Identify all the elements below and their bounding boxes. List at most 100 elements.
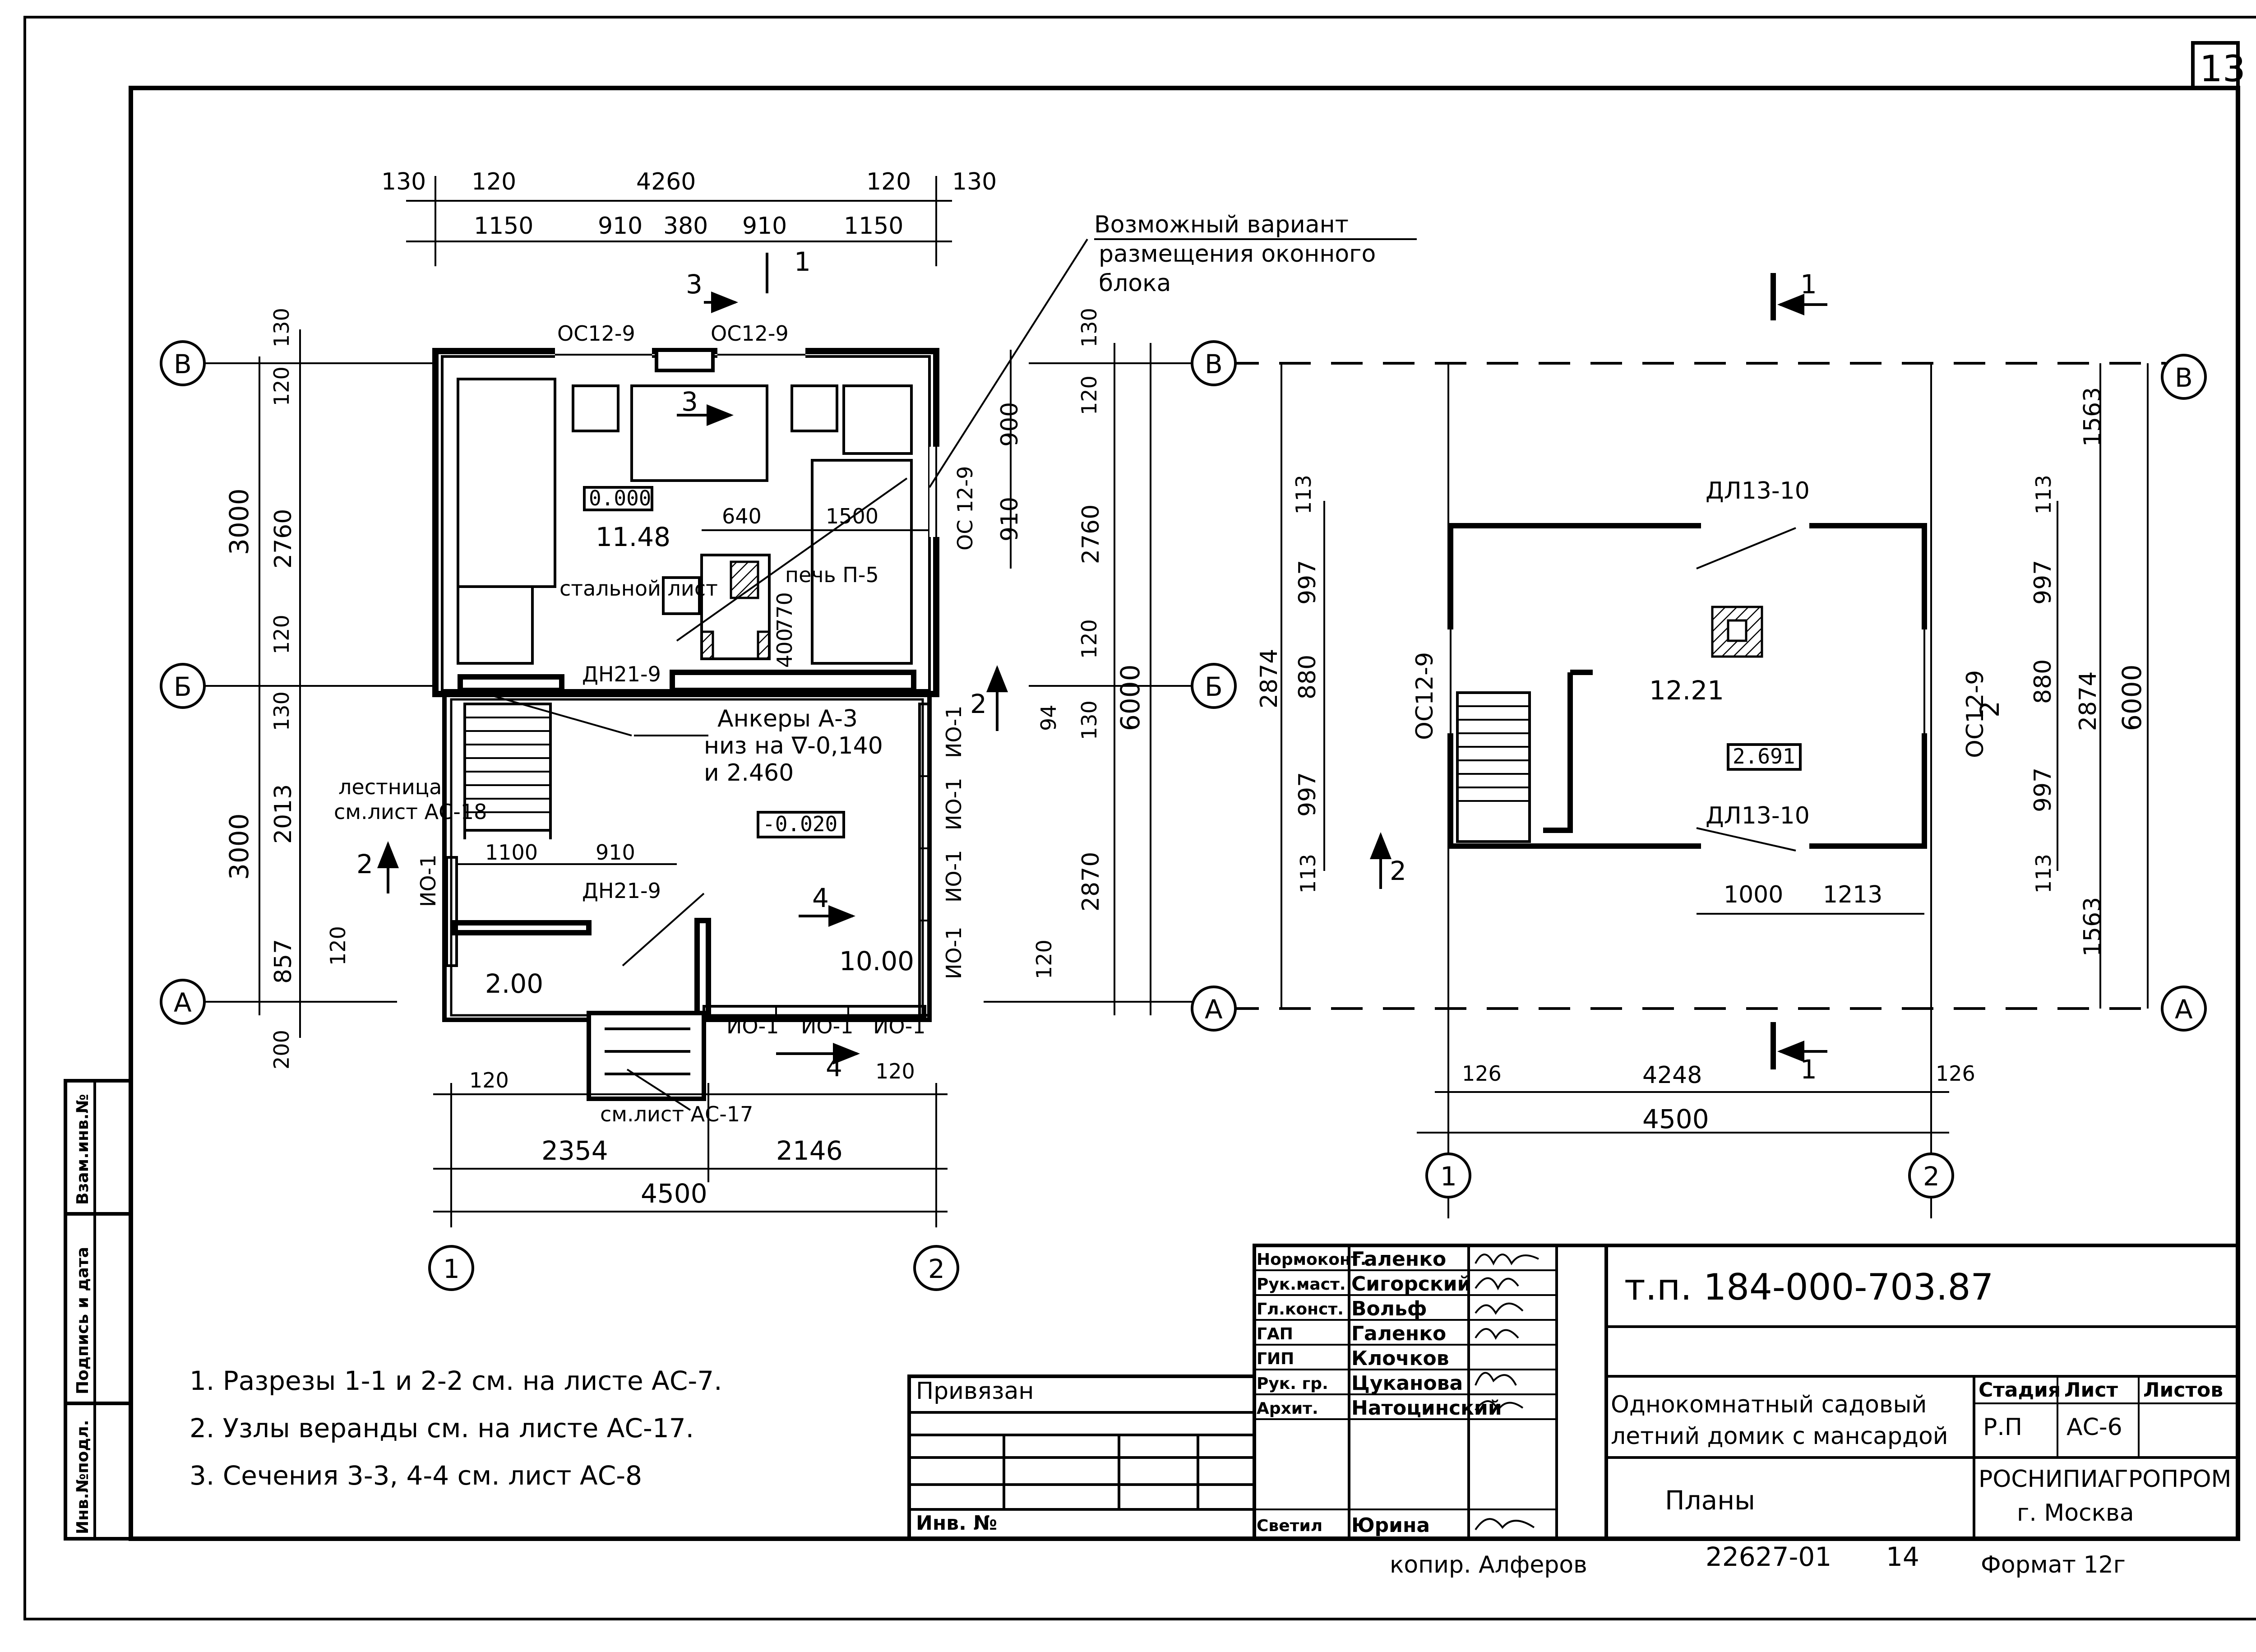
attic-level: 2.691: [1733, 744, 1795, 768]
stove-dim-1: 640: [722, 504, 762, 528]
note-1: 1. Разрезы 1-1 и 2-2 см. на листе АС-7.: [190, 1365, 722, 1396]
side-label-inv: Инв.№подл.: [74, 1420, 92, 1535]
veranda-level: -0.020: [763, 812, 837, 836]
roles-list: Нормоконт. Галенко Рук.маст. Сигорский Г…: [1257, 1248, 1502, 1537]
plan-attic: 12.21 2.691 ДЛ13-10 ДЛ13-10 ОС12-9 ОС12-…: [984, 269, 2166, 1218]
mid-dim-6000: 6000: [1115, 664, 1146, 731]
attic-bottom-4500: 4500: [1642, 1104, 1709, 1134]
right-dim-900: 900: [996, 402, 1023, 447]
stair-label-1: лестница: [338, 775, 442, 799]
left-dim-2760: 2760: [270, 509, 297, 569]
stair-label-2: см.лист АС-18: [334, 800, 487, 824]
side-label-sign: Подпись и дата: [74, 1247, 92, 1394]
mid-dim-130-b: 130: [1077, 700, 1101, 740]
stair: [463, 703, 552, 839]
middle-dims: 6000 130 120 2760 120 130 2870 120 94: [1032, 308, 1151, 1015]
callout-line3: блока: [1099, 270, 1171, 297]
inv-no-label: Инв. №: [916, 1512, 997, 1535]
section-3-top: 3: [686, 269, 703, 300]
attic-bottom-126-r: 126: [1936, 1061, 1975, 1086]
role-3: ГАП: [1257, 1325, 1293, 1343]
dim-130-r: 130: [952, 168, 997, 195]
door2-label: ДН21-9: [582, 879, 661, 903]
attic-window-right: ОС12-9: [1962, 670, 1989, 758]
axis-a-left: А: [174, 987, 192, 1018]
mid-dim-2760: 2760: [1077, 504, 1105, 564]
copy-sheet: 14: [1886, 1541, 1919, 1572]
attic-bottom-126-l: 126: [1462, 1061, 1502, 1086]
name-7: Юрина: [1351, 1514, 1430, 1537]
axis-a-mid: А: [1205, 994, 1223, 1025]
room2-area: 2.00: [485, 968, 543, 999]
veranda-dim-1: 1100: [485, 840, 538, 865]
attic-section-2: 2: [1390, 856, 1406, 886]
axis-b-mid: Б: [1205, 671, 1223, 702]
left-dim-3000-a: 3000: [224, 488, 254, 555]
attic-right-dim-2874: 2874: [2075, 671, 2102, 731]
attic-right-dim-880: 880: [2029, 659, 2057, 704]
privyazan-label: Привязан: [916, 1378, 1034, 1405]
name-3: Галенко: [1351, 1322, 1446, 1345]
stage-value: Р.П: [1983, 1414, 2022, 1441]
callout-line2: размещения оконного: [1099, 241, 1376, 268]
section-1-top: 1: [794, 246, 811, 277]
stage-header: Стадия: [1979, 1379, 2061, 1402]
mid-dim-120-a: 120: [1077, 375, 1101, 415]
role-5: Рук. гр.: [1257, 1374, 1328, 1393]
attic-dim-1000: 1000: [1724, 881, 1783, 908]
title-line2: летний домик с мансардой: [1611, 1423, 1948, 1450]
mid-dim-120-c: 120: [1032, 939, 1056, 979]
io-label-r1: ИО-1: [942, 706, 966, 758]
note-3: 3. Сечения 3-3, 4-4 см. лист АС-8: [190, 1460, 642, 1491]
right-dim-910: 910: [996, 497, 1023, 541]
sheet-header: Лист: [2064, 1379, 2118, 1402]
role-7: Светил: [1257, 1517, 1322, 1535]
attic-window-top: ДЛ13-10: [1706, 477, 1810, 504]
dim-1150-l: 1150: [474, 213, 533, 240]
plan-first-floor: 0.000 11.48: [201, 168, 1417, 1227]
sheet-number: 13: [2200, 48, 2246, 90]
dim-4260: 4260: [636, 168, 696, 195]
attic-left-dim-113-b: 113: [1296, 854, 1320, 893]
copy-label: копир. Алферов: [1390, 1551, 1587, 1578]
io-label-r4: ИО-1: [942, 927, 966, 979]
plan1-axis-bubbles: В Б А 1 2: [160, 340, 959, 1291]
section-3-inner: 3: [681, 386, 698, 417]
role-6: Архит.: [1257, 1399, 1318, 1418]
sheet-value: АС-6: [2066, 1414, 2122, 1441]
bottom-dim-120-l: 120: [469, 1068, 509, 1092]
attic-section-2-right: 2: [1974, 701, 2005, 717]
name-1: Сигорский: [1351, 1273, 1471, 1296]
room1-area: 11.48: [596, 522, 670, 552]
top-dims-1: 130 120 4260 120 130: [381, 168, 997, 195]
see-ac17-label: см.лист АС-17: [600, 1102, 753, 1126]
signatures: [1475, 1254, 1539, 1531]
dim-1150-r: 1150: [844, 213, 903, 240]
role-0: Нормоконт.: [1257, 1250, 1366, 1269]
axis-v-right: В: [2175, 362, 2193, 393]
left-dim-130-b: 130: [269, 691, 294, 731]
dim-120-r: 120: [866, 168, 911, 195]
io-label-r2: ИО-1: [942, 778, 966, 830]
role-2: Гл.конст.: [1257, 1300, 1344, 1319]
left-dim-2013: 2013: [270, 784, 297, 844]
attic-dim-1213: 1213: [1823, 881, 1882, 908]
bottom-dim-2354: 2354: [541, 1135, 608, 1166]
attic-right-dim-1563-a: 1563: [2079, 387, 2106, 447]
top-dims-2: 1150 910 380 910 1150: [474, 213, 903, 240]
attic-window-bottom: ДЛ13-10: [1706, 802, 1810, 829]
dim-910-r: 910: [742, 213, 787, 240]
bottom-dim-2146: 2146: [776, 1135, 843, 1166]
attic-left-dim-880: 880: [1294, 655, 1321, 699]
axis-v-mid: В: [1205, 349, 1223, 379]
sheets-header: Листов: [2143, 1379, 2223, 1402]
role-4: ГИП: [1257, 1350, 1294, 1368]
side-label-replace: Взам.инв.№: [74, 1094, 92, 1205]
door1-label: ДН21-9: [582, 662, 661, 686]
attic-left-dim-2874: 2874: [1256, 649, 1283, 708]
attic-left-dim-113-a: 113: [1291, 475, 1316, 514]
stove-dim-v2: 400: [772, 628, 797, 668]
stove-label: печь П-5: [785, 563, 879, 587]
section-4-bottom: 4: [826, 1052, 842, 1083]
